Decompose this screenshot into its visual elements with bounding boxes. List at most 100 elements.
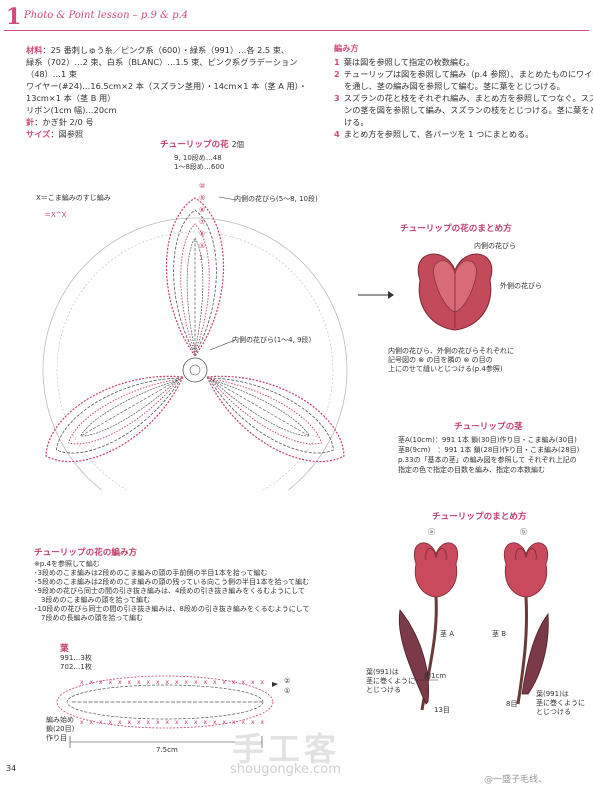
leaf-stitch-mark: x (166, 719, 170, 726)
leaf-stitch-mark: x (90, 719, 94, 726)
round-number: ⑩ (199, 182, 205, 190)
leaf-stitch-mark: x (223, 719, 227, 726)
inner-guide-circle (56, 231, 334, 490)
assembly-title: チューリップの花のまとめ方 (400, 224, 512, 234)
petal-group (45, 197, 345, 463)
leaf-width-label: 7.5cm (156, 746, 178, 754)
leaf-stitch-mark: x (156, 679, 160, 686)
stem-line-1: 茎A(10cm)：991 1本 鎖(30目)作り目・こま編み(30目) (398, 436, 577, 444)
legend-increase: ＝X^X (44, 211, 67, 219)
flower-method-line: ･5段めのこま編みは2段めのこま編みの頭の残っている向こう側の半目1本を拾って編… (34, 578, 310, 586)
rows-a-label: 13目 (434, 706, 450, 714)
leaf-stitch-mark: x (232, 719, 236, 726)
flower-method-line: ※p.4を参照して編む (34, 560, 100, 568)
leaf-stitch-mark: x (204, 719, 208, 726)
leaf-stitch-mark: x (242, 679, 246, 686)
leaf-stitch-mark: x (213, 679, 217, 686)
materials-line-2: 緑系（702）…2 束、白系（BLANC）…1.5 束、ピンク系グラデーション (26, 57, 298, 67)
leaf-stitch-mark: x (109, 719, 113, 726)
rounds-label-a: 9, 10段め…48 (174, 154, 222, 162)
page-number: 34 (6, 764, 17, 773)
petal-center-chain (212, 379, 308, 436)
flower-method-line: ･10段めの花びら同士の間の引き抜き編みは、8段めの引き抜き編みをくるむようにし… (34, 605, 310, 613)
leaf-a-note-3: とじつける (366, 686, 401, 694)
petal-stitch-round (212, 379, 310, 437)
petal-stitch-round (45, 375, 184, 463)
flower-chart-title: チューリップの花 2個 (160, 140, 245, 150)
weibo-handle: @一盛子毛线、 (484, 775, 548, 785)
leaf-stitch-mark: x (251, 679, 255, 686)
leaf-stitch-mark: x (99, 719, 103, 726)
assembly-label-inner: 内側の花びら (474, 242, 516, 250)
materials-line-5: 13cm×1 本（茎 B 用） (26, 93, 116, 103)
rows-b-label: 8目 (506, 700, 518, 708)
leaf-stitch-mark: x (213, 719, 217, 726)
petal-stitch-round (68, 378, 181, 445)
rounds-label-b: 1～8段め…600 (174, 163, 225, 171)
tulip-a-leaf (398, 609, 430, 705)
petal-stitch-round (208, 377, 334, 454)
right-arrow-icon (358, 291, 394, 299)
header-rule (4, 30, 589, 31)
leaf-b-note-2: 茎に巻くように (536, 699, 585, 707)
method-step: を通し、茎の編み図を参照して編む。茎に葉をとじつける。 (344, 81, 565, 91)
flower-method-title: チューリップの花の編み方 (34, 548, 138, 558)
leaf-outer-round (56, 675, 274, 729)
stem-a-label: 茎 A (440, 630, 455, 638)
center-magic-ring (189, 364, 201, 376)
leaf-stitch-mark: x (156, 719, 160, 726)
petal-stitch-round (209, 378, 322, 445)
about-label: 約1cm (424, 672, 447, 680)
lesson-title: Photo & Point lesson – p.9 & p.4 (24, 10, 189, 21)
variant-a-marker: ⓐ (428, 528, 435, 536)
petal-stitch-round (206, 375, 345, 463)
tulip-a-petal-lines (425, 548, 447, 561)
leaf-stitch-mark: x (232, 679, 236, 686)
leaf-stitch-mark: x (128, 679, 132, 686)
leaf-stitch-mark: x (185, 679, 189, 686)
materials-line-1: 材料：25 番刺しゅう糸／ピンク系（600）・緑系（991）…各 2.5 束、 (26, 45, 290, 55)
petal-1 (165, 197, 225, 358)
leaf-stitch-mark: x (242, 719, 246, 726)
assembly-note-1: 内側の花びら、外側の花びらそれぞれに (388, 347, 514, 355)
stem-b-label: 茎 B (492, 630, 507, 638)
leaf-stitch-mark: x (204, 679, 208, 686)
assembly-note-3: 上にのせて縫いとじつける(p.4参照) (388, 365, 503, 373)
outer-petal-pointer (218, 196, 237, 201)
leaf-end-marker (272, 682, 278, 687)
leaf-count-2: 702…1枚 (60, 663, 92, 671)
tulip-b-stem (516, 596, 529, 705)
leaf-title: 葉 (60, 644, 69, 654)
leaf-round-2: ② (284, 677, 291, 685)
leaf-start-2: 鎖(20目) (46, 725, 75, 733)
flower-method-line: ･3段めのこま編みは2段めのこま編みの頭の手前側の半目1本を拾って編む (34, 569, 268, 577)
round-number: ⑤ (199, 242, 205, 250)
round-number: 1 (199, 254, 203, 262)
tulip-b-petal-lines (515, 548, 537, 561)
flower-method-line: ･9段めの花びら同士の間の引き抜き編みは、4段めの引き抜き編みをくるむようにして (34, 587, 306, 595)
petal-stitch-round (173, 209, 217, 355)
petal-stitch-round (186, 237, 204, 351)
leaf-stitch-mark: x (80, 679, 84, 686)
leaf-stitch-mark: x (261, 679, 265, 686)
flower-method-lines: ※p.4を参照して編む･3段めのこま編みは2段めのこま編みの頭の手前側の半目1本… (34, 560, 310, 623)
lesson-number: 1 (6, 4, 22, 30)
legend-single-crochet: X＝こま編みのすじ編み (36, 194, 111, 202)
method-step: ンの茎を図を参照して編み、スズランの枝をとじつける。茎に葉をとじつ (344, 105, 593, 115)
leaf-inner-round (66, 684, 264, 720)
watermark-url: shougongke.com (230, 762, 341, 777)
leaf-stitch-mark: x (147, 679, 151, 686)
materials-line-6: リボン(1cm 幅)…20cm (26, 105, 117, 115)
leaf-stitch-mark: x (137, 679, 141, 686)
size-line: サイズ：図参照 (26, 129, 84, 139)
leaf-a-note-1: 葉(991)は (366, 668, 399, 676)
leaf-stitch-mark: x (261, 719, 265, 726)
leaf-stitch-mark: x (109, 679, 113, 686)
center-ring (182, 357, 208, 383)
